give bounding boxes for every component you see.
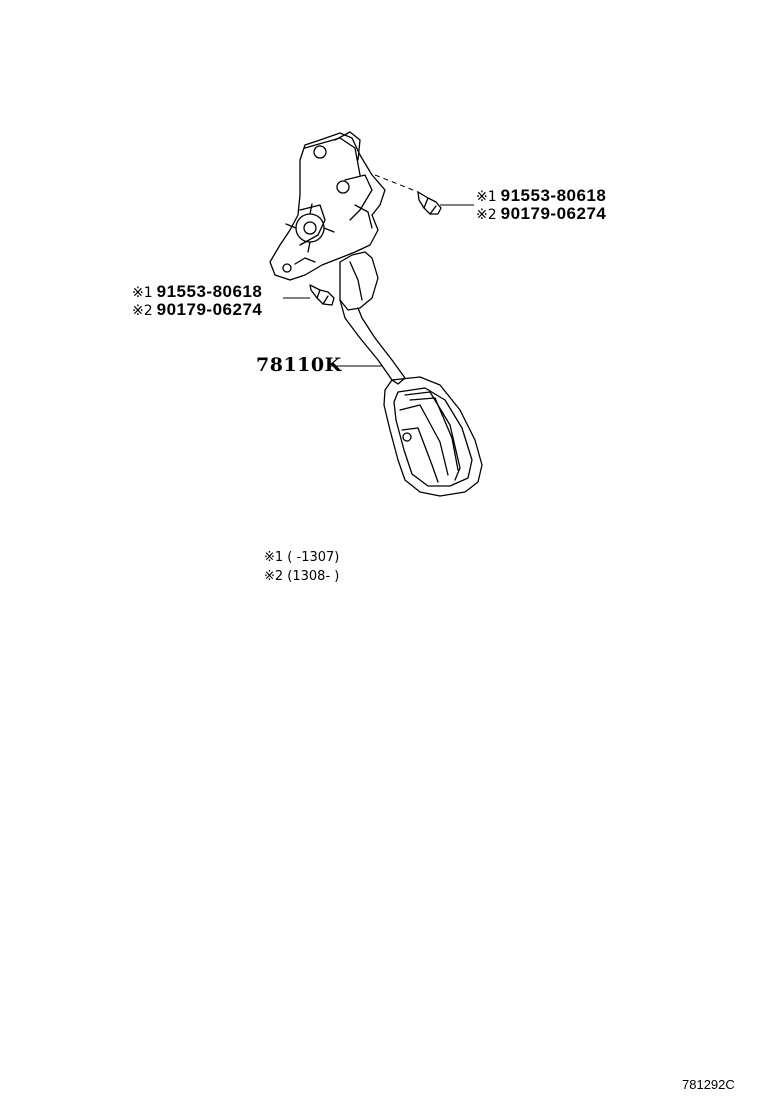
note-mark-1: ※1	[476, 189, 497, 205]
note-mark-2: ※2	[476, 207, 497, 223]
upper-bolt	[417, 191, 442, 215]
part-number[interactable]: 90179-06274	[500, 204, 607, 223]
note-line-2: ※2 (1308- )	[264, 569, 340, 584]
upper-bolt-guide	[374, 174, 419, 193]
illustration-code: 781292C	[682, 1077, 735, 1092]
pedal-bracket	[269, 132, 386, 281]
lower-bolt	[309, 284, 335, 306]
part-number[interactable]: 91553-80618	[156, 282, 263, 301]
part-number[interactable]: 91553-80618	[500, 186, 607, 205]
part-number[interactable]: 90179-06274	[156, 300, 263, 319]
pedal-arm	[339, 299, 406, 385]
note-mark-1: ※1	[132, 285, 153, 301]
pedal-assembly-part-number[interactable]: 78110K	[256, 354, 342, 376]
pedal-pad	[383, 376, 483, 497]
note-line-1: ※1 ( -1307)	[264, 550, 340, 565]
note-mark-2: ※2	[132, 303, 153, 319]
